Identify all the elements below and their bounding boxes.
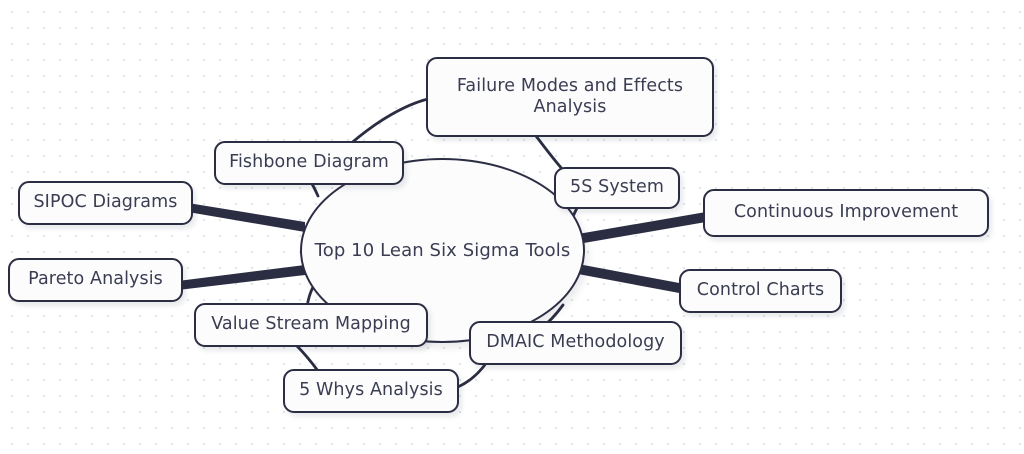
node-vsm[interactable]: Value Stream Mapping bbox=[194, 303, 428, 347]
node-continuous-improvement-label: Continuous Improvement bbox=[733, 202, 959, 223]
edge-control-charts bbox=[578, 264, 690, 295]
node-5s-label: 5S System bbox=[570, 177, 664, 198]
node-sipoc-label: SIPOC Diagrams bbox=[33, 192, 178, 213]
node-vsm-label: Value Stream Mapping bbox=[211, 314, 411, 335]
node-dmaic[interactable]: DMAIC Methodology bbox=[469, 321, 682, 365]
node-fishbone[interactable]: Fishbone Diagram bbox=[214, 141, 404, 185]
node-continuous-improvement[interactable]: Continuous Improvement bbox=[703, 189, 989, 237]
node-control-charts[interactable]: Control Charts bbox=[679, 269, 842, 313]
node-pareto[interactable]: Pareto Analysis bbox=[8, 258, 183, 302]
node-five-whys-label: 5 Whys Analysis bbox=[299, 380, 443, 401]
edge-pareto bbox=[178, 265, 305, 290]
node-pareto-label: Pareto Analysis bbox=[28, 269, 163, 290]
edge-fishbone-fmea bbox=[346, 97, 430, 148]
node-control-charts-label: Control Charts bbox=[696, 280, 825, 301]
node-five-whys[interactable]: 5 Whys Analysis bbox=[283, 369, 459, 413]
node-fishbone-label: Fishbone Diagram bbox=[229, 152, 389, 173]
node-5s[interactable]: 5S System bbox=[554, 167, 680, 209]
edge-continuous-improvement bbox=[578, 212, 706, 244]
node-fmea-label: Failure Modes and Effects Analysis bbox=[456, 75, 684, 117]
node-fmea[interactable]: Failure Modes and Effects Analysis bbox=[426, 57, 714, 137]
root-node-label: Top 10 Lean Six Sigma Tools bbox=[314, 239, 571, 261]
node-sipoc[interactable]: SIPOC Diagrams bbox=[18, 181, 193, 225]
edge-sipoc bbox=[188, 203, 305, 232]
node-dmaic-label: DMAIC Methodology bbox=[486, 332, 665, 353]
edge-whys-vsm bbox=[294, 343, 320, 373]
